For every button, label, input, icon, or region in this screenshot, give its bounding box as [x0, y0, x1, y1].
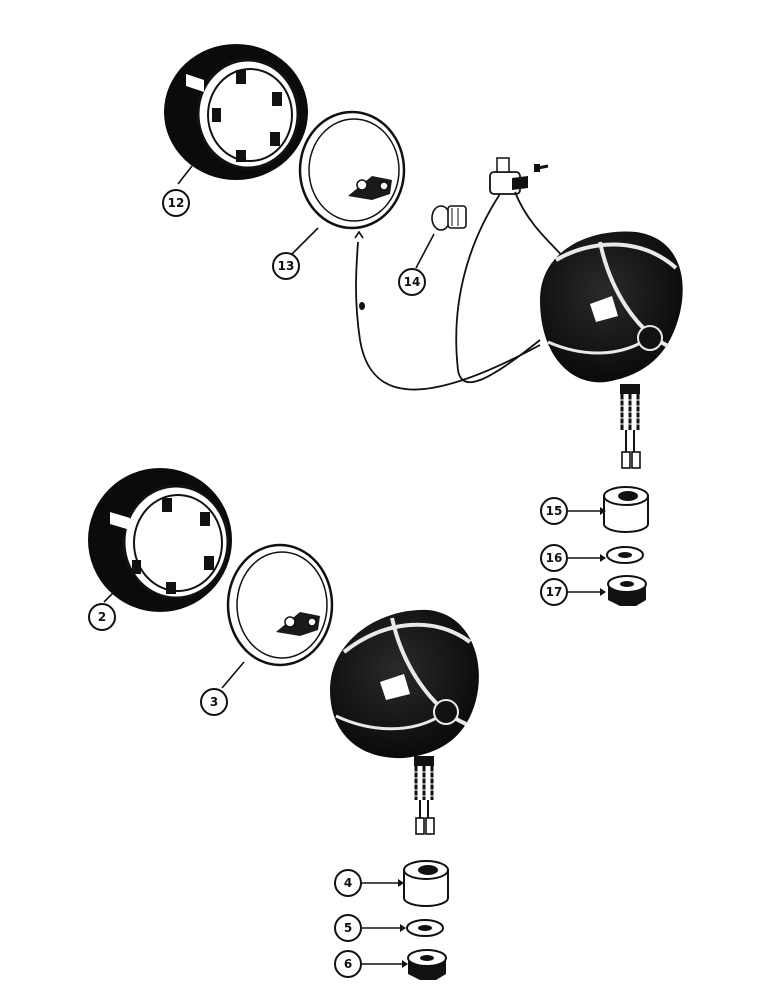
wire-terminal-icon — [354, 230, 364, 239]
callout-5: 5 — [334, 914, 406, 942]
callout-17-label: 17 — [546, 585, 563, 599]
callout-16: 16 — [540, 544, 606, 572]
screw-upper — [534, 164, 549, 172]
callout-15: 15 — [540, 497, 606, 525]
washer-upper — [606, 546, 644, 564]
lamp-housing-lower — [330, 609, 479, 835]
nut-upper — [607, 575, 647, 606]
washer-lower — [406, 919, 444, 937]
bulb-socket — [489, 157, 528, 195]
callout-2: 2 — [88, 589, 117, 631]
wire-clip-icon — [359, 302, 365, 310]
callout-14-label: 14 — [404, 275, 421, 289]
spacer-lower — [403, 860, 449, 907]
callout-17: 17 — [540, 578, 606, 606]
bulb — [431, 205, 467, 231]
wire-loop-upper — [455, 193, 541, 384]
callout-14: 14 — [398, 233, 435, 296]
lens-upper — [298, 110, 406, 230]
callout-12-label: 12 — [168, 196, 185, 210]
callout-12: 12 — [162, 165, 193, 217]
lamp-housing-upper — [540, 231, 683, 469]
callout-15-label: 15 — [546, 504, 563, 518]
callout-6-label: 6 — [344, 957, 352, 971]
callout-16-label: 16 — [546, 551, 563, 565]
wire-lens-lead — [355, 241, 541, 391]
bezel-ring-upper — [164, 44, 308, 180]
nut-lower — [407, 949, 447, 980]
callout-13: 13 — [272, 227, 319, 280]
lens-lower — [226, 543, 334, 667]
spacer-upper — [603, 486, 649, 533]
bezel-ring-lower — [88, 468, 232, 612]
callout-2-label: 2 — [98, 610, 106, 624]
callout-3: 3 — [200, 661, 245, 716]
callout-4-label: 4 — [344, 876, 352, 890]
callout-4: 4 — [334, 869, 404, 897]
callout-13-label: 13 — [278, 259, 295, 273]
callout-3-label: 3 — [210, 695, 218, 709]
callout-6: 6 — [334, 950, 408, 978]
callout-5-label: 5 — [344, 921, 352, 935]
